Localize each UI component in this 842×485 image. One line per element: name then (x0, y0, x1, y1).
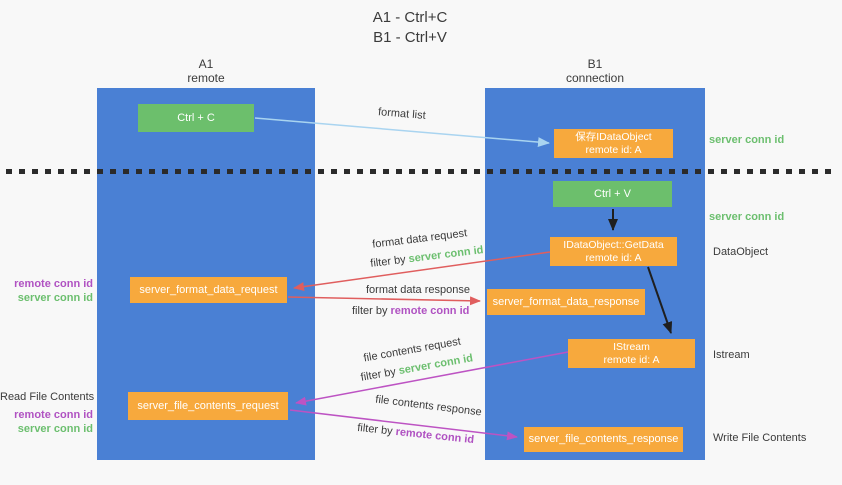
ctrl-c-label: Ctrl + C (177, 111, 215, 124)
lifeline-a1-role: remote (187, 71, 225, 85)
save-idataobject-title: 保存IDataObject (575, 130, 652, 143)
istream-subtitle: remote id: A (603, 353, 660, 366)
remote-conn-id-text: remote conn id (390, 305, 470, 317)
lifeline-header-a1: A1 remote (97, 57, 315, 85)
arrow-format-data-response (287, 296, 481, 306)
server-file-contents-response-box: server_file_contents_response (524, 427, 683, 452)
server-file-contents-request-box: server_file_contents_request (128, 392, 288, 420)
ctrl-v-label: Ctrl + V (594, 187, 631, 200)
filter-by-text: filter by (356, 421, 397, 438)
dataobject-annotation: DataObject (713, 246, 769, 258)
read-file-contents-annotation: Read File Contents (0, 391, 95, 403)
remote-conn-id-annotation: remote conn id (14, 409, 93, 421)
diagram-title: A1 - Ctrl+C B1 - Ctrl+V (300, 8, 520, 48)
ctrl-c-box: Ctrl + C (138, 104, 254, 132)
server-format-data-response-label: server_format_data_response (492, 295, 640, 308)
server-format-data-response-box: server_format_data_response (487, 289, 645, 315)
filter-by-text: filter by (352, 305, 391, 317)
left-conn-id-pair-top: remote conn id server conn id (0, 277, 93, 305)
server-conn-id-text: server conn id (407, 244, 485, 266)
idataobject-getdata-subtitle: remote id: A (585, 251, 642, 264)
lifeline-header-b1: B1 connection (485, 57, 705, 85)
server-file-contents-response-label: server_file_contents_response (528, 433, 679, 445)
format-data-response-filter-label: filter by remote conn id (352, 305, 469, 317)
istream-annotation: Istream (713, 349, 750, 361)
server-conn-id-annotation: server conn id (17, 292, 93, 304)
server-format-data-request-box: server_format_data_request (130, 277, 287, 303)
write-file-contents-annotation: Write File Contents (713, 432, 807, 444)
istream-box: IStream remote id: A (568, 339, 695, 368)
title-line-2: B1 - Ctrl+V (373, 29, 447, 46)
server-conn-id-annotation: server conn id (17, 423, 93, 435)
format-list-label: format list (377, 106, 427, 122)
filter-by-text: filter by (369, 253, 410, 270)
remote-conn-id-text: remote conn id (394, 425, 475, 447)
server-conn-id-annotation-top: server conn id (709, 134, 785, 146)
server-conn-id-annotation-mid: server conn id (709, 211, 785, 223)
file-contents-response-filter-label: filter by remote conn id (357, 422, 475, 446)
format-data-response-label: format data response (366, 284, 470, 296)
server-file-contents-request-label: server_file_contents_request (137, 399, 279, 412)
save-idataobject-box: 保存IDataObject remote id: A (554, 129, 673, 158)
lifeline-b1-role: connection (565, 71, 625, 85)
remote-conn-id-annotation: remote conn id (14, 278, 93, 290)
lifeline-b1-name: B1 (587, 57, 603, 71)
idataobject-getdata-title: IDataObject::GetData (563, 238, 664, 251)
left-conn-id-pair-bottom: remote conn id server conn id (0, 408, 93, 436)
title-line-1: A1 - Ctrl+C (372, 9, 448, 26)
session-divider-dotted-line (6, 169, 836, 174)
filter-by-text: filter by (359, 365, 400, 384)
save-idataobject-subtitle: remote id: A (585, 143, 642, 156)
lifeline-a1-name: A1 (198, 57, 214, 71)
istream-title: IStream (613, 340, 650, 353)
server-format-data-request-label: server_format_data_request (139, 283, 278, 296)
file-contents-response-label: file contents response (374, 393, 483, 419)
ctrl-v-box: Ctrl + V (553, 181, 672, 207)
idataobject-getdata-box: IDataObject::GetData remote id: A (550, 237, 677, 266)
